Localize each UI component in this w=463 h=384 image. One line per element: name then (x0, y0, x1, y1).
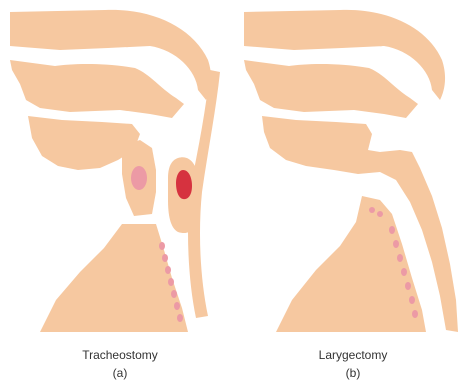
panel-b-caption: Larygectomy (263, 348, 443, 362)
panel-a-tag: (a) (30, 366, 210, 380)
panel-a-tracheostomy (10, 10, 220, 332)
panel-b-larygectomy (244, 10, 458, 332)
panel-b-neck (276, 196, 426, 332)
panel-a-vocal-cord (131, 166, 147, 190)
panel-a-caption: Tracheostomy (30, 348, 210, 362)
panel-b-upper-face (244, 60, 418, 118)
panel-a-neck (40, 224, 188, 332)
panel-a-upper-face (10, 60, 184, 118)
panel-b-tag: (b) (263, 366, 443, 380)
